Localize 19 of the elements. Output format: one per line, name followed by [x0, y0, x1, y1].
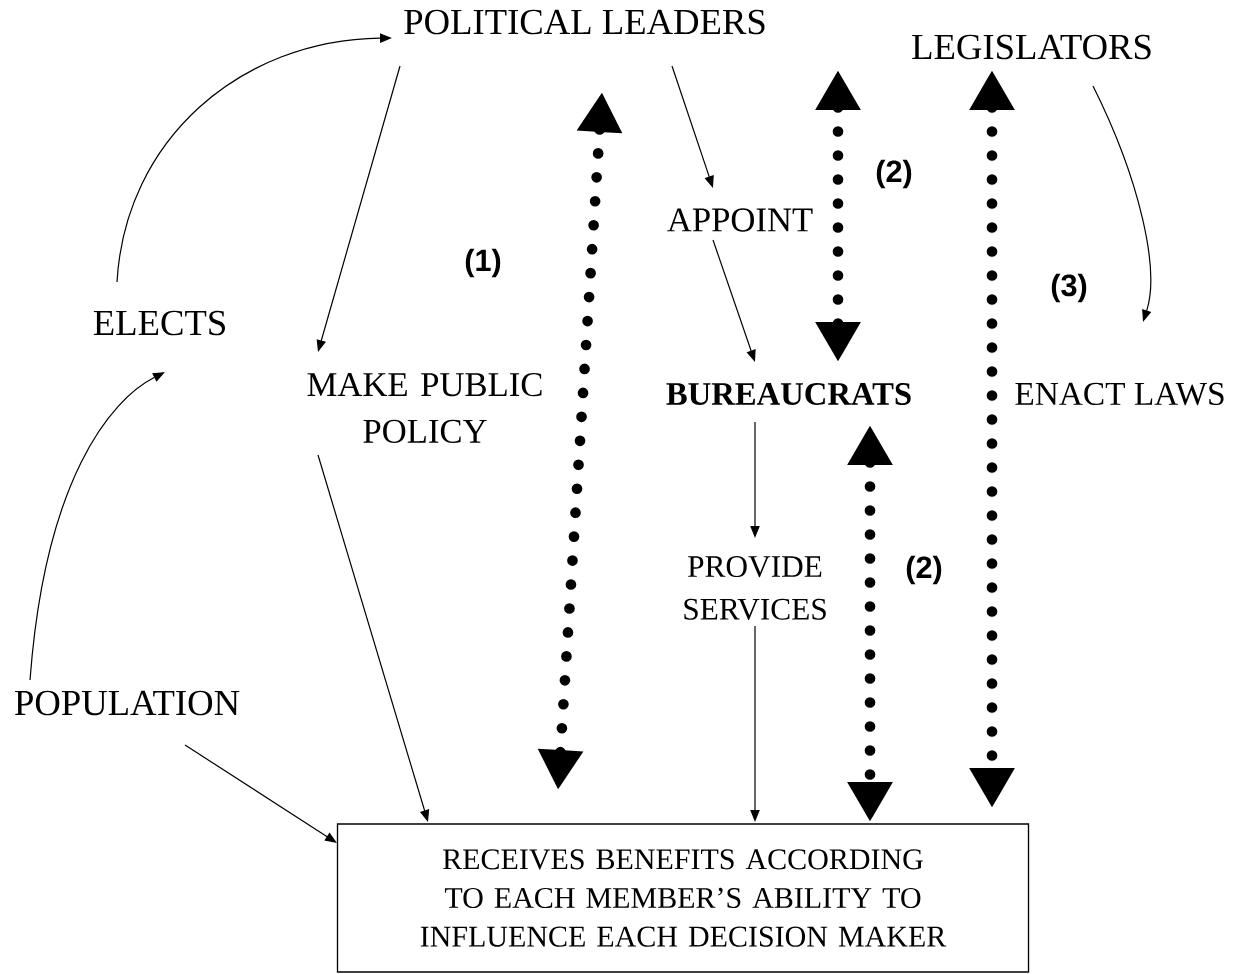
edge-label: (1): [465, 248, 501, 278]
text-label: ELECTS: [93, 310, 225, 336]
arrow: [184, 744, 337, 843]
outcome-box: RECEIVES BENEFITS ACCORDING TO EACH MEMBER’S ABILITY TO INFLUENCE EACH DECISION MAKER: [336, 823, 1030, 973]
text-label: ENACT LAWS: [1015, 382, 1224, 406]
text-label: APPOINT: [667, 208, 813, 232]
edge-label: (2): [906, 555, 942, 585]
arrow: [712, 239, 756, 362]
text-label: POPULATION: [15, 690, 240, 716]
text-label: MAKE PUBLIC POLICY: [307, 373, 542, 443]
curved-arrow: [1092, 85, 1152, 322]
arrow: [671, 65, 714, 188]
edge-label: (3): [1051, 273, 1087, 303]
text-label: BUREAUCRATS: [666, 383, 911, 405]
curved-arrow: [29, 372, 165, 681]
edge-label: (2): [876, 159, 912, 189]
text-label: PROVIDE SERVICES: [684, 556, 826, 620]
text-label: POLITICAL LEADERS: [404, 9, 765, 35]
text-label: LEGISLATORS: [912, 34, 1151, 60]
